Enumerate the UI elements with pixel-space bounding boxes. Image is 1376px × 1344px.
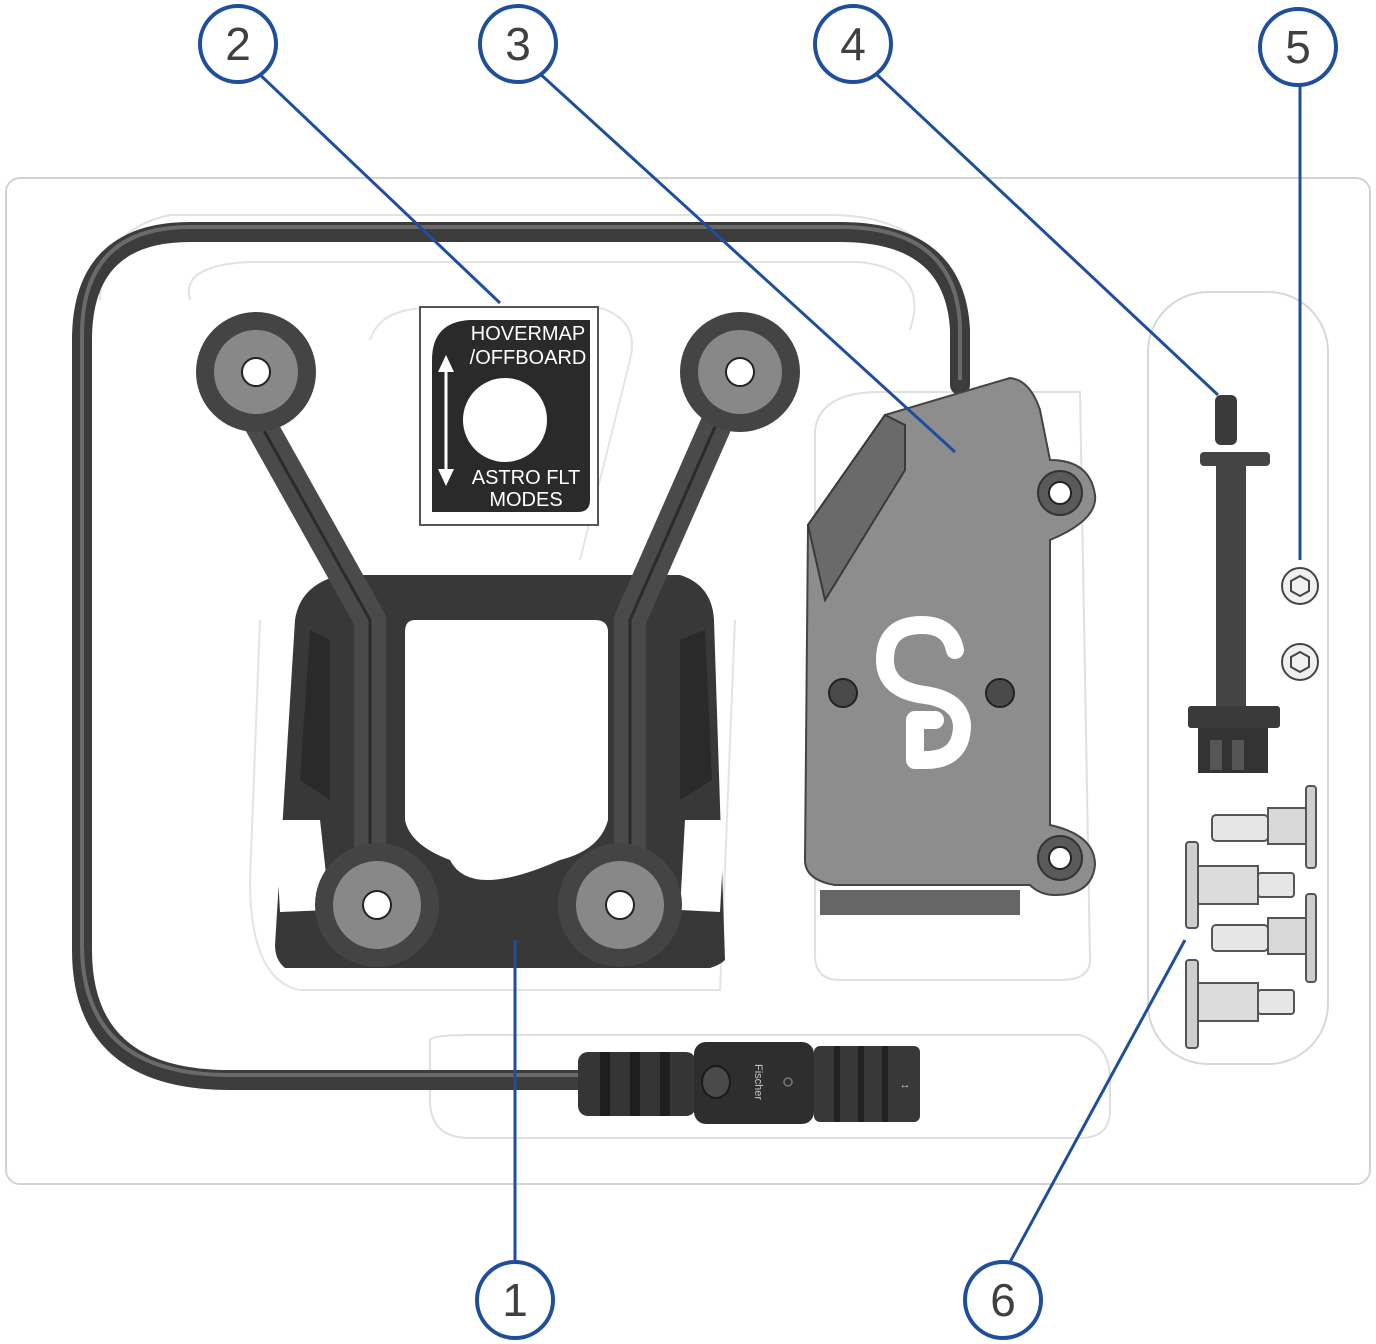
- label-top-line2: /OFFBOARD: [470, 347, 587, 369]
- callout-4: 4: [813, 4, 893, 84]
- callout-5: 5: [1258, 7, 1338, 87]
- label-top-line1: HOVERMAP: [471, 323, 585, 345]
- callout-3: 3: [478, 4, 558, 84]
- label-bottom-line2: MODES: [489, 489, 562, 511]
- interface-module: [803, 376, 1097, 915]
- svg-text:6: 6: [990, 1274, 1016, 1326]
- switch-hole: [463, 378, 547, 462]
- connector-brand: Fischer: [752, 1064, 764, 1100]
- svg-text:4: 4: [840, 18, 866, 70]
- svg-text:1: 1: [502, 1274, 528, 1326]
- callout-1: 1: [475, 1260, 555, 1340]
- label-bottom-line1: ASTRO FLT: [472, 467, 581, 489]
- fischer-connector: Fischer ↔: [578, 1042, 920, 1124]
- leader-2: [253, 68, 502, 305]
- leader-lines: [253, 68, 1302, 1263]
- svg-text:3: 3: [505, 18, 531, 70]
- leader-4: [872, 70, 1220, 397]
- callout-2: 2: [198, 4, 278, 84]
- mode-switch-label: HOVERMAP /OFFBOARD ASTRO FLT MODES: [419, 306, 599, 526]
- leader-6: [1008, 939, 1187, 1263]
- callout-6: 6: [963, 1260, 1043, 1340]
- leader-3: [536, 70, 957, 454]
- callouts: 2 3 4 5 1 6: [198, 4, 1338, 1340]
- adapter-rod: [1188, 395, 1280, 773]
- pins: [1185, 785, 1317, 1049]
- mount-bracket: [196, 312, 800, 968]
- s-logo-icon: [876, 616, 971, 769]
- svg-text:5: 5: [1285, 21, 1311, 73]
- svg-text:2: 2: [225, 18, 251, 70]
- screws: [1281, 567, 1319, 681]
- arrow-up-down-icon: [438, 355, 454, 486]
- cable: [72, 222, 970, 1090]
- svg-text:↔: ↔: [900, 1079, 911, 1091]
